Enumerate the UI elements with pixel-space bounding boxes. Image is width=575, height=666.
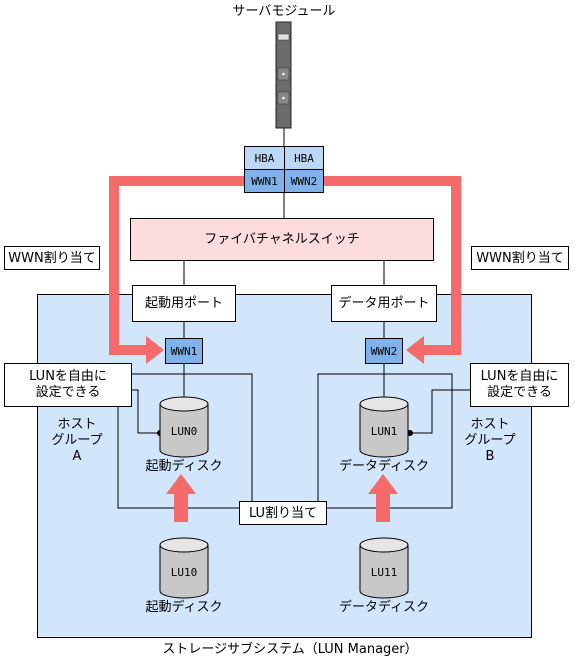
data-port: データ用ポート — [331, 285, 437, 322]
lun-note-right: LUNを自由に 設定できる — [470, 363, 569, 407]
hba-wwn-right: WWN2 — [284, 169, 324, 193]
wwn-assign-left-label: WWN割り当て — [8, 250, 96, 266]
lu10-id: LU10 — [170, 566, 198, 579]
hba-wwn-right-label: WWN2 — [290, 174, 318, 188]
lun0-id: LUN0 — [170, 425, 198, 438]
disk-icon-lu10 — [159, 537, 209, 599]
storage-wwn-right-label: WWN2 — [370, 344, 398, 358]
wwn-assign-left: WWN割り当て — [4, 246, 100, 270]
hba-left-label: HBA — [254, 151, 275, 165]
host-group-b-label: ホスト グループ B — [464, 417, 516, 464]
host-group-a-label: ホスト グループ A — [51, 417, 103, 464]
wwn-assign-right: WWN割り当て — [471, 246, 569, 270]
hba-right: HBA — [284, 146, 324, 170]
disk-icon-lun0 — [159, 396, 209, 458]
lun-note-right-label: LUNを自由に 設定できる — [480, 369, 559, 400]
lun-note-left: LUNを自由に 設定できる — [4, 363, 132, 407]
fibre-channel-switch: ファイバチャネルスイッチ — [130, 218, 434, 261]
fibre-channel-switch-label: ファイバチャネルスイッチ — [204, 232, 360, 247]
storage-wwn-right: WWN2 — [365, 338, 403, 364]
disk-icon-lun1 — [359, 396, 409, 458]
lun1-id: LUN1 — [370, 425, 398, 438]
lun1-label: データディスク — [338, 459, 430, 474]
lu11-id: LU11 — [370, 566, 398, 579]
storage-wwn-left: WWN1 — [165, 338, 203, 364]
boot-port: 起動用ポート — [132, 285, 236, 322]
lu11-label: データディスク — [338, 600, 430, 615]
disk-icon-lu11 — [359, 537, 409, 599]
server-module-label: サーバモジュール — [232, 4, 336, 19]
lu-assign: LU割り当て — [239, 501, 327, 525]
lu-assign-label: LU割り当て — [248, 505, 318, 521]
hba-left: HBA — [244, 146, 285, 170]
data-port-label: データ用ポート — [338, 296, 430, 311]
lu10-label: 起動ディスク — [145, 600, 223, 615]
hba-right-label: HBA — [294, 151, 314, 165]
storage-title: ストレージサブシステム（LUN Manager） — [162, 642, 418, 657]
storage-wwn-left-label: WWN1 — [170, 344, 198, 358]
boot-port-label: 起動用ポート — [144, 296, 223, 311]
hba-wwn-left: WWN1 — [244, 169, 285, 193]
hba-wwn-left-label: WWN1 — [251, 174, 278, 188]
lun0-label: 起動ディスク — [145, 459, 223, 474]
lun-note-left-label: LUNを自由に 設定できる — [29, 369, 107, 400]
wwn-assign-right-label: WWN割り当て — [476, 250, 564, 266]
